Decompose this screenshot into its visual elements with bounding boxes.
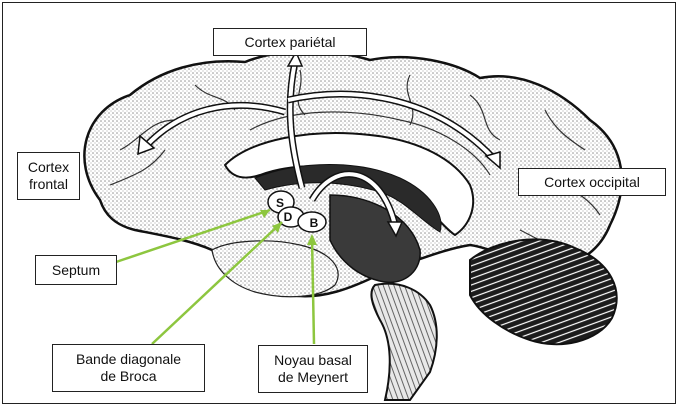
nucleus-s-letter: S <box>276 196 284 210</box>
cerebellum <box>470 239 617 344</box>
label-noyau-basal: Noyau basal de Meynert <box>258 345 368 393</box>
label-cortex-occipital: Cortex occipital <box>518 168 666 196</box>
label-cortex-parietal: Cortex pariétal <box>213 28 367 56</box>
nucleus-b-letter: B <box>310 216 319 230</box>
label-bande-diagonale: Bande diagonale de Broca <box>52 344 205 392</box>
label-cortex-frontal: Cortex frontal <box>17 152 80 200</box>
nucleus-d-letter: D <box>284 210 293 224</box>
label-septum: Septum <box>35 255 117 285</box>
brainstem <box>371 284 436 400</box>
